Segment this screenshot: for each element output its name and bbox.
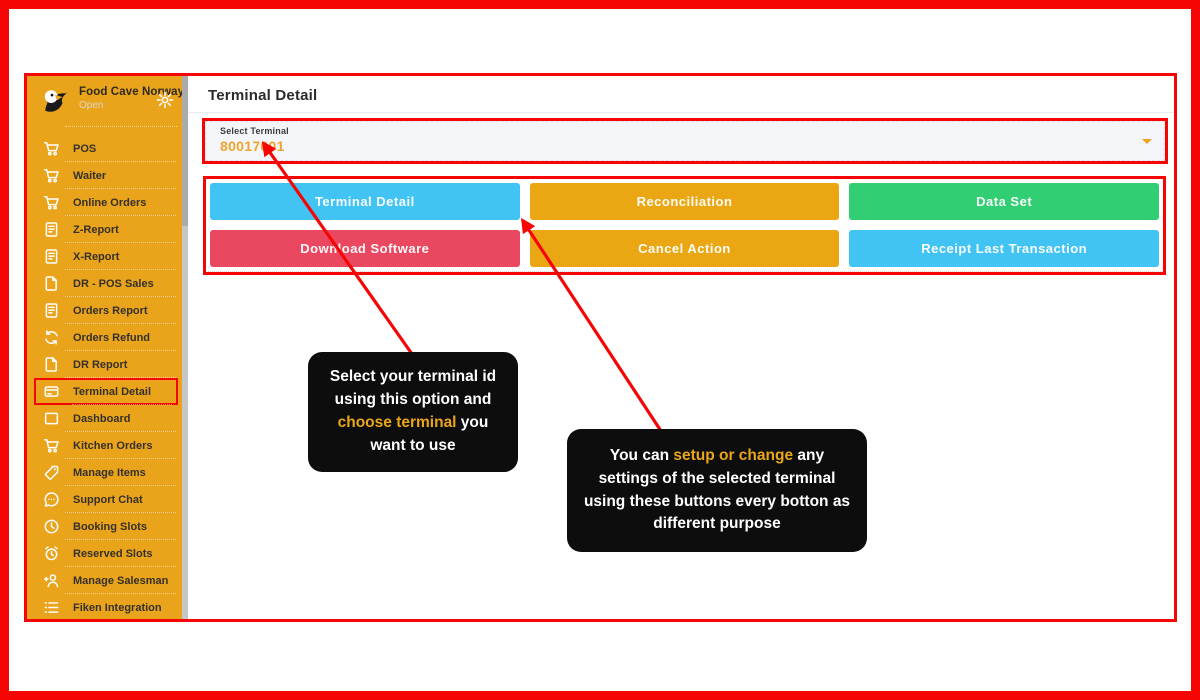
terminal-detail-button[interactable]: Terminal Detail <box>210 183 520 220</box>
dashboard-icon <box>43 410 60 427</box>
clock-icon <box>43 518 60 535</box>
sidebar-item-pos[interactable]: POS <box>27 135 182 162</box>
sidebar-item-online-orders[interactable]: Online Orders <box>27 189 182 216</box>
sidebar-item-support-chat[interactable]: Support Chat <box>27 486 182 513</box>
sidebar-item-label: Manage Items <box>73 466 146 479</box>
sidebar-item-dr-pos-sales[interactable]: DR - POS Sales <box>27 270 182 297</box>
sidebar-item-booking-slots[interactable]: Booking Slots <box>27 513 182 540</box>
report-icon <box>43 302 60 319</box>
sidebar-item-manage-salesman[interactable]: Manage Salesman <box>27 567 182 594</box>
sidebar-item-terminal-detail[interactable]: Terminal Detail <box>34 378 178 405</box>
sidebar-item-orders-report[interactable]: Orders Report <box>27 297 182 324</box>
sidebar-item-label: Fiken Integration <box>73 601 162 614</box>
report-icon <box>43 248 60 265</box>
sidebar-item-waiter[interactable]: Waiter <box>27 162 182 189</box>
select-terminal-value: 80017601 <box>220 138 285 154</box>
sidebar-item-label: Z-Report <box>73 223 119 236</box>
settings-gear-icon[interactable] <box>156 91 174 109</box>
alarm-icon <box>43 545 60 562</box>
document-icon <box>43 356 60 373</box>
chat-icon <box>43 491 60 508</box>
brand-logo-eagle-icon <box>44 90 67 112</box>
brand-separator <box>65 126 177 127</box>
sidebar-item-dr-report[interactable]: DR Report <box>27 351 182 378</box>
sidebar-item-label: Kitchen Orders <box>73 439 153 452</box>
document-icon <box>43 275 60 292</box>
sidebar-item-fiken-integration[interactable]: Fiken Integration <box>27 594 182 619</box>
data-set-button[interactable]: Data Set <box>849 183 1159 220</box>
cancel-action-button[interactable]: Cancel Action <box>529 230 840 267</box>
refresh-icon <box>43 329 60 346</box>
sidebar-item-label: POS <box>73 142 97 155</box>
cart-icon <box>43 437 60 454</box>
content-header: Terminal Detail <box>188 76 1174 113</box>
sidebar-item-label: Terminal Detail <box>73 385 152 398</box>
chevron-down-icon[interactable] <box>1142 139 1152 144</box>
sidebar-item-label: Online Orders <box>73 196 147 209</box>
sidebar-item-reserved-slots[interactable]: Reserved Slots <box>27 540 182 567</box>
sidebar-item-kitchen-orders[interactable]: Kitchen Orders <box>27 432 182 459</box>
sidebar-item-label: Orders Refund <box>73 331 151 344</box>
sidebar-item-label: Dashboard <box>73 412 131 425</box>
sidebar-item-z-report[interactable]: Z-Report <box>27 216 182 243</box>
download-software-button[interactable]: Download Software <box>210 230 520 267</box>
sidebar-item-manage-items[interactable]: Manage Items <box>27 459 182 486</box>
sidebar-scrollbar[interactable] <box>182 76 188 619</box>
list-icon <box>43 599 60 616</box>
sidebar-brand: Food Cave Norway Open <box>27 76 185 122</box>
sidebar-item-label: Manage Salesman <box>73 574 169 587</box>
sidebar-item-label: Support Chat <box>73 493 143 506</box>
terminal-icon <box>43 383 60 400</box>
brand-name: Food Cave Norway <box>79 86 185 98</box>
sidebar-item-label: DR Report <box>73 358 128 371</box>
select-terminal-label: Select Terminal <box>220 126 289 136</box>
reconciliation-button[interactable]: Reconciliation <box>529 183 840 220</box>
sidebar-item-label: Reserved Slots <box>73 547 153 560</box>
page-title: Terminal Detail <box>208 87 318 104</box>
sidebar-scrollbar-thumb[interactable] <box>182 76 188 226</box>
callout-setup-change: You can setup or change any settings of … <box>567 429 867 552</box>
cart-icon <box>43 140 60 157</box>
sidebar-item-label: Booking Slots <box>73 520 147 533</box>
tag-icon <box>43 464 60 481</box>
sidebar-item-label: Orders Report <box>73 304 148 317</box>
brand-status: Open <box>79 100 104 111</box>
select-terminal-annotation-box: Select Terminal 80017601 <box>202 118 1168 164</box>
cart-icon <box>43 194 60 211</box>
receipt-last-transaction-button[interactable]: Receipt Last Transaction <box>849 230 1159 267</box>
sidebar-item-dashboard[interactable]: Dashboard <box>27 405 182 432</box>
sidebar-item-label: X-Report <box>73 250 120 263</box>
sidebar-item-orders-refund[interactable]: Orders Refund <box>27 324 182 351</box>
callout-select-terminal: Select your terminal id using this optio… <box>308 352 518 472</box>
sidebar-item-x-report[interactable]: X-Report <box>27 243 182 270</box>
report-icon <box>43 221 60 238</box>
user-plus-icon <box>43 572 60 589</box>
select-terminal-dropdown[interactable]: Select Terminal 80017601 <box>205 121 1165 161</box>
sidebar-item-label: Waiter <box>73 169 107 182</box>
cart-icon <box>43 167 60 184</box>
sidebar-item-label: DR - POS Sales <box>73 277 154 290</box>
